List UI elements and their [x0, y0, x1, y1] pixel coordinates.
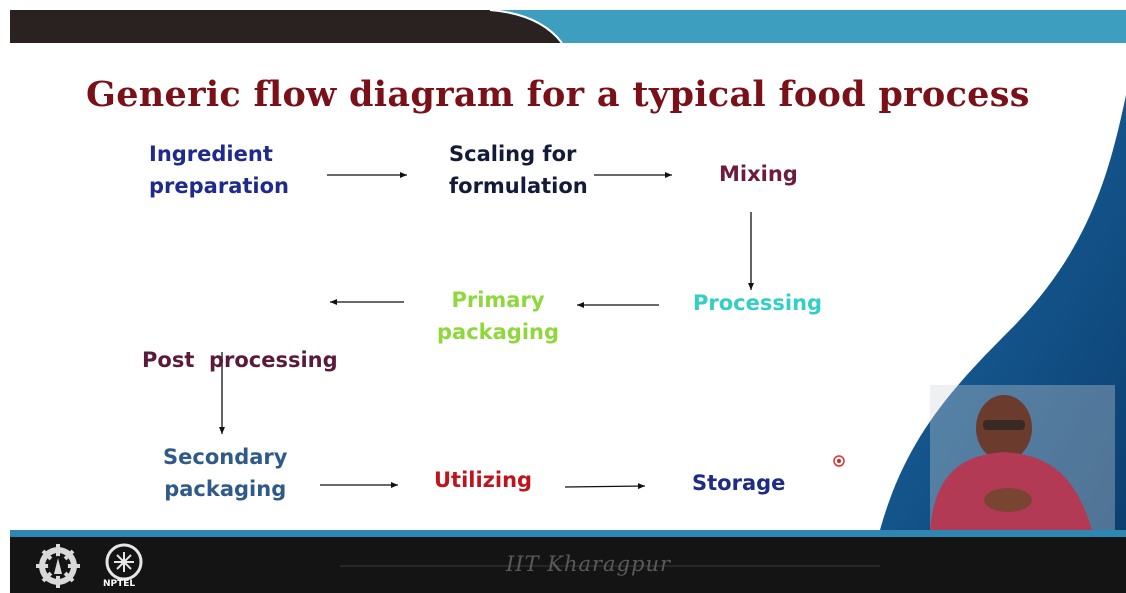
arrow-utilizing-to-storage [564, 483, 646, 490]
node-line: packaging [164, 477, 287, 501]
node-line: preparation [149, 174, 289, 198]
node-line: Mixing [719, 162, 798, 186]
node-utilizing: Utilizing [434, 464, 532, 496]
node-line: Primary [451, 288, 545, 312]
node-mixing: Mixing [719, 158, 798, 190]
node-line: Secondary [163, 445, 288, 469]
node-line: Post processing [142, 348, 338, 372]
top-band [0, 0, 1126, 44]
footer-institute-name: IIT Kharagpur [506, 552, 672, 576]
node-processing: Processing [693, 287, 822, 319]
node-line: Processing [693, 291, 823, 315]
node-line: formulation [449, 174, 588, 198]
node-line: packaging [437, 320, 560, 344]
node-line: Utilizing [434, 468, 533, 492]
side-decoration [880, 95, 1126, 530]
node-line: Ingredient [149, 142, 273, 166]
pointer-dot [833, 455, 845, 467]
presenter-video [930, 385, 1115, 530]
node-scaling-for-formulation: Scaling for formulation [449, 138, 588, 202]
node-storage: Storage [692, 467, 785, 499]
nptel-logo-label: NPTEL [103, 579, 136, 589]
footer-bar [0, 530, 1126, 593]
node-primary-packaging: Primary packaging [437, 284, 559, 348]
node-line: Storage [692, 471, 786, 495]
nptel-logo [105, 543, 143, 581]
slide-title: Generic flow diagram for a typical food … [86, 74, 1030, 115]
iit-logo [36, 544, 80, 588]
flow-arrows [219, 172, 754, 490]
node-line: Scaling for [449, 142, 577, 166]
node-ingredient-preparation: Ingredient preparation [149, 138, 289, 202]
node-post-processing: Post processing [142, 280, 338, 408]
node-secondary-packaging: Secondary packaging [163, 441, 287, 505]
